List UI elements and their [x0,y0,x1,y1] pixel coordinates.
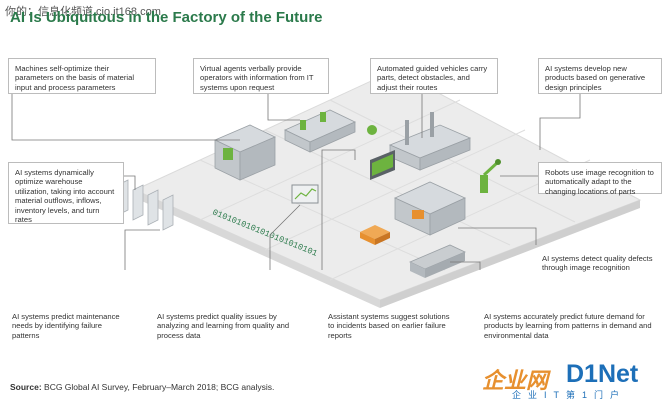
watermark: 你的：信息化频道 cio.it168.com [3,3,163,19]
floor-edge-left [135,190,380,308]
callout-agv: Automated guided vehicles carry parts, d… [370,58,498,94]
callout-demand: AI systems accurately predict future dem… [484,312,652,340]
logo-tagline: 企业IT第1门户 [512,390,627,400]
callout-assistant: Assistant systems suggest solutions to i… [328,312,450,340]
callout-maintenance: AI systems predict maintenance needs by … [12,312,120,340]
control-screen [370,150,395,180]
logo-en: D1Net [566,360,639,388]
orange-crates [360,225,390,245]
source-note: Source: BCG Global AI Survey, February–M… [10,382,274,392]
robot-arm [480,159,501,193]
callout-robots: Robots use image recognition to automati… [538,162,662,196]
cnc-machine [214,124,276,181]
page-title: AI Is Ubiquitous in the Factory of the F… [10,9,323,26]
assembly-station-top [284,109,356,153]
callout-self-optimize: Machines self-optimize their parameters … [8,58,156,94]
floor-edge-right [380,200,640,308]
callout-quality-issues: AI systems predict quality issues by ana… [157,312,290,340]
delivery-truck [409,244,466,278]
agv-line [367,112,472,171]
callout-quality-defects: AI systems detect quality defects throug… [542,254,653,273]
monitor-chart [291,184,319,204]
connector-lines [11,92,581,270]
source-text: BCG Global AI Survey, February–March 201… [44,382,275,392]
callout-virtual-agents: Virtual agents verbally provide operator… [193,58,329,94]
quality-station [394,181,466,236]
logo-cn: 企业网 [482,368,549,393]
callout-new-products: AI systems develop new products based on… [538,58,662,94]
callout-warehouse: AI systems dynamically optimize warehous… [8,162,124,224]
source-label: Source: [10,382,42,392]
